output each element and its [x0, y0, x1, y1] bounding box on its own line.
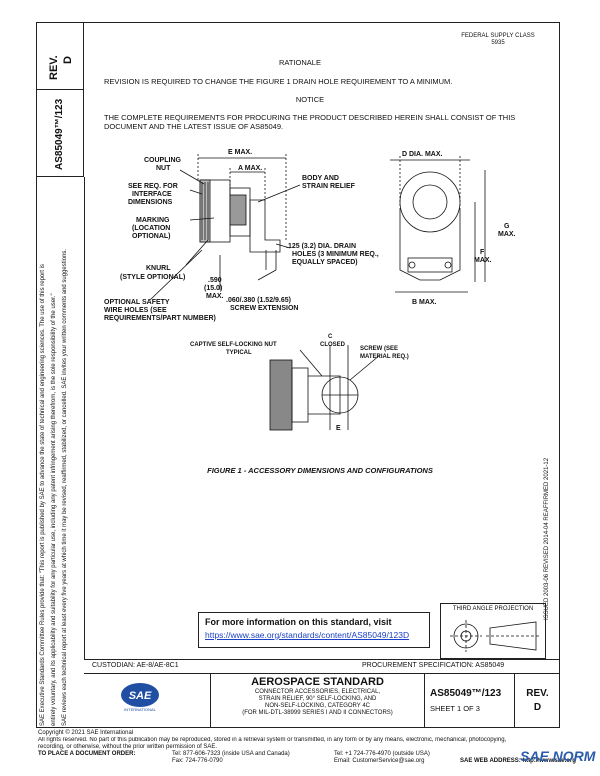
callout-g-1: G	[504, 223, 510, 230]
custodian: CUSTODIAN: AE-8/AE-8C1	[92, 662, 179, 669]
figure-caption: FIGURE 1 - ACCESSORY DIMENSIONS AND CONF…	[207, 466, 433, 475]
order-label: TO PLACE A DOCUMENT ORDER:	[38, 751, 136, 757]
front-view	[390, 156, 486, 293]
callout-marking-1: MARKING	[136, 217, 170, 224]
title-divider-2	[424, 673, 425, 728]
callout-f-1: F	[480, 249, 485, 256]
title-line-4: (FOR MIL-DTL-38999 SERIES I AND II CONNE…	[242, 710, 393, 716]
title-line-2: STRAIN RELIEF, 90° SELF-LOCKING, AND	[258, 696, 377, 702]
disclaimer-line2: entirely voluntary, and its applicabilit…	[51, 293, 57, 726]
footer-top-rule	[84, 659, 560, 660]
callout-d-dia: D DIA. MAX.	[402, 151, 443, 158]
sae-logo-mark: SAE INTERNATIONAL	[121, 683, 159, 712]
callout-knurl-1: KNURL	[146, 265, 171, 272]
callout-screw-ext-2: SCREW EXTENSION	[230, 305, 298, 312]
callout-coupling-nut-1: COUPLING	[144, 157, 182, 164]
doc-number-box	[36, 89, 84, 177]
callout-c-2: CLOSED	[320, 342, 346, 348]
fax: Fax: 724-776-0790	[172, 758, 223, 764]
callout-c-1: C	[328, 334, 333, 340]
rev-value-top: D	[62, 56, 74, 64]
sae-logo-sub: INTERNATIONAL	[124, 707, 156, 712]
title-line-1: CONNECTOR ACCESSORIES, ELECTRICAL,	[254, 689, 381, 695]
procurement-spec: PROCUREMENT SPECIFICATION: AS85049	[362, 662, 505, 669]
callout-b-max: B MAX.	[412, 299, 437, 306]
disclaimer-line3: SAE reviews each technical report at lea…	[62, 248, 68, 726]
callout-see-req-3: DIMENSIONS	[128, 199, 173, 206]
phone-1: Tel: 877-606-7323 (inside USA and Canada…	[172, 751, 290, 757]
callout-body-1: BODY AND	[302, 175, 339, 182]
title-doc-number: AS85049™/123	[430, 688, 502, 699]
federal-supply-value: 5935	[491, 40, 505, 46]
callout-safety-1: OPTIONAL SAFETY	[104, 299, 170, 306]
more-info-text: For more information on this standard, v…	[205, 617, 392, 627]
callout-590-1: .590	[208, 277, 222, 284]
callout-marking-2: (LOCATION	[132, 225, 170, 232]
issued-revised-dates: ISSUED 2003-06 REVISED 2014-04 REAFFIRME…	[544, 457, 550, 620]
projection-label: THIRD ANGLE PROJECTION	[452, 606, 534, 612]
federal-supply-class: FEDERAL SUPPLY CLASS 5935	[448, 33, 548, 47]
rev-label-top: REV.	[48, 55, 60, 80]
title-divider-1	[210, 673, 211, 728]
footer-mid-rule	[84, 673, 560, 674]
callout-g-2: MAX.	[498, 231, 516, 238]
title-divider-3	[514, 673, 515, 728]
callout-drain-2: HOLES (3 MINIMUM REQ.,	[292, 251, 379, 258]
rev-box-top	[36, 22, 84, 90]
watermark: SAE NORM	[520, 748, 596, 764]
sae-logo-text: SAE	[129, 690, 152, 702]
notice-heading: NOTICE	[295, 95, 325, 104]
projection-symbol	[450, 620, 540, 652]
callout-safety-2: WIRE HOLES (SEE	[104, 307, 167, 314]
callout-see-req-1: SEE REQ. FOR	[128, 183, 178, 190]
callout-drain-3: EQUALLY SPACED)	[292, 259, 358, 266]
rationale-heading: RATIONALE	[279, 58, 321, 67]
callout-marking-3: OPTIONAL)	[132, 233, 171, 240]
callout-screw-ext-1: .060/.380 (1.52/9.65)	[226, 297, 291, 304]
notice-text-1: THE COMPLETE REQUIREMENTS FOR PROCURING …	[104, 113, 516, 122]
callout-captive-2: TYPICAL	[226, 350, 252, 356]
doc-number-vertical: AS85049™/123	[54, 98, 65, 170]
callout-590-2: (15.0)	[204, 285, 222, 292]
rights-notice: All rights reserved. No part of this pub…	[38, 737, 507, 743]
page-border	[36, 22, 560, 728]
title-line-3: NON-SELF-LOCKING, CATEGORY 4C	[264, 703, 371, 709]
federal-supply-label: FEDERAL SUPPLY CLASS	[461, 33, 535, 39]
detail-view	[269, 345, 381, 431]
title-rev-value: D	[533, 702, 542, 713]
figure-callouts: COUPLING NUT SEE REQ. FOR INTERFACE DIME…	[104, 149, 516, 432]
rationale-text: REVISION IS REQUIRED TO CHANGE THE FIGUR…	[104, 77, 453, 86]
callout-e-letter: E	[336, 425, 341, 432]
callout-screw-1: SCREW (SEE	[360, 346, 398, 352]
sae-logo: SAE INTERNATIONAL	[120, 682, 160, 712]
callout-knurl-2: (STYLE OPTIONAL)	[120, 274, 185, 281]
rights-notice-2: recording, or otherwise, without the pri…	[38, 744, 218, 750]
standard-link[interactable]: https://www.sae.org/standards/content/AS…	[205, 630, 410, 640]
callout-safety-3: REQUIREMENTS/PART NUMBER)	[104, 315, 216, 322]
title-rev-label: REV.	[526, 688, 549, 699]
title-main: AEROSPACE STANDARD	[251, 676, 384, 688]
figure-1-drawing: COUPLING NUT SEE REQ. FOR INTERFACE DIME…	[104, 149, 516, 432]
callout-f-2: MAX.	[474, 257, 492, 264]
callout-e-max: E MAX.	[228, 149, 252, 156]
projection-box	[440, 603, 546, 659]
callout-captive-1: CAPTIVE SELF-LOCKING NUT	[190, 342, 277, 348]
callout-body-2: STRAIN RELIEF	[302, 183, 356, 190]
callout-590-3: MAX.	[206, 293, 224, 300]
phone-2: Tel: +1 724-776-4970 (outside USA)	[334, 751, 430, 757]
email: Email: CustomerService@sae.org	[334, 758, 425, 764]
title-sheet: SHEET 1 OF 3	[430, 704, 480, 713]
callout-a-max: A MAX.	[238, 165, 262, 172]
callout-see-req-2: INTERFACE	[132, 191, 172, 198]
more-info-box	[198, 612, 430, 648]
callout-coupling-nut-2: NUT	[156, 165, 171, 172]
web-address: SAE WEB ADDRESS: http://www.sae.org	[460, 758, 576, 764]
left-column-divider	[84, 177, 85, 659]
notice-text-2: DOCUMENT AND THE LATEST ISSUE OF AS85049…	[104, 122, 284, 131]
callout-screw-2: MATERIAL REQ.)	[360, 354, 409, 360]
callout-drain-1: .125 (3.2) DIA. DRAIN	[286, 243, 356, 250]
copyright: Copyright © 2021 SAE International	[38, 730, 134, 736]
disclaimer-line1: SAE Executive Standards Committee Rules …	[40, 264, 46, 726]
side-view	[149, 154, 301, 301]
